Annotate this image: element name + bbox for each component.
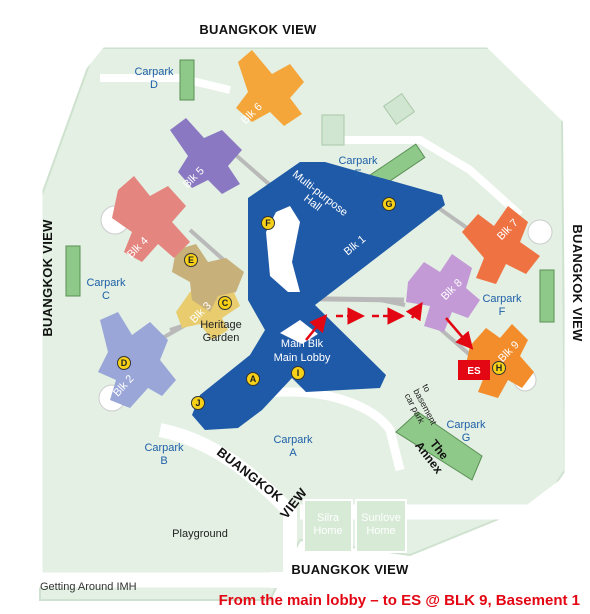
block-1: [192, 162, 445, 430]
inner-road-right: [330, 136, 523, 218]
carpark-d-strip: [179, 59, 195, 101]
marker-h: H: [492, 361, 506, 375]
the-annex: [395, 411, 483, 481]
diagonal-road: [158, 423, 297, 580]
road-label-bottom: BUANGKOK VIEW: [291, 562, 409, 577]
svg-text:F: F: [265, 218, 271, 228]
route-caption: From the main lobby – to ES @ BLK 9, Bas…: [219, 592, 580, 609]
sunlove-home: [355, 499, 407, 553]
road-label-right: BUANGKOK VIEW: [570, 224, 585, 342]
route-arrow-down-b8: [445, 317, 474, 350]
marker-i: I: [291, 366, 305, 380]
svg-text:E: E: [188, 255, 194, 265]
roundabout-right: [527, 219, 553, 245]
svg-text:I: I: [297, 368, 300, 378]
road-label-top: BUANGKOK VIEW: [199, 22, 317, 37]
block-2: [98, 312, 176, 408]
carpark-c-strip: [65, 245, 81, 297]
marker-g: G: [382, 197, 396, 211]
block-7: [462, 206, 540, 284]
carpark-f-strip: [539, 269, 555, 323]
svg-text:A: A: [250, 374, 257, 384]
block-8: [406, 254, 480, 332]
svg-text:H: H: [496, 363, 503, 373]
marker-d: D: [117, 356, 131, 370]
route-arrow-up: [305, 314, 328, 341]
multipurpose-hall-court: [266, 206, 300, 292]
marker-a: A: [246, 372, 260, 386]
marker-c: C: [218, 296, 232, 310]
marker-e: E: [184, 253, 198, 267]
block-6: [236, 50, 304, 126]
road-label-left: BUANGKOK VIEW: [40, 219, 55, 337]
es-label: ES: [467, 366, 481, 377]
green-patch-top: [321, 114, 345, 146]
map-title: Getting Around IMH: [40, 581, 137, 593]
green-patch-top2: [382, 92, 416, 126]
silra-home: [303, 499, 353, 553]
playground-label: Playground: [172, 528, 228, 540]
ring-road: [27, 32, 580, 588]
marker-j: J: [191, 396, 205, 410]
es-destination-box: [458, 360, 490, 380]
svg-text:C: C: [222, 298, 229, 308]
block-4: [112, 176, 190, 262]
route-arrow-up-b8: [405, 301, 423, 322]
block-5: [170, 118, 242, 194]
svg-text:J: J: [195, 398, 200, 408]
svg-text:D: D: [121, 358, 128, 368]
svg-text:G: G: [385, 199, 392, 209]
marker-f: F: [261, 216, 275, 230]
